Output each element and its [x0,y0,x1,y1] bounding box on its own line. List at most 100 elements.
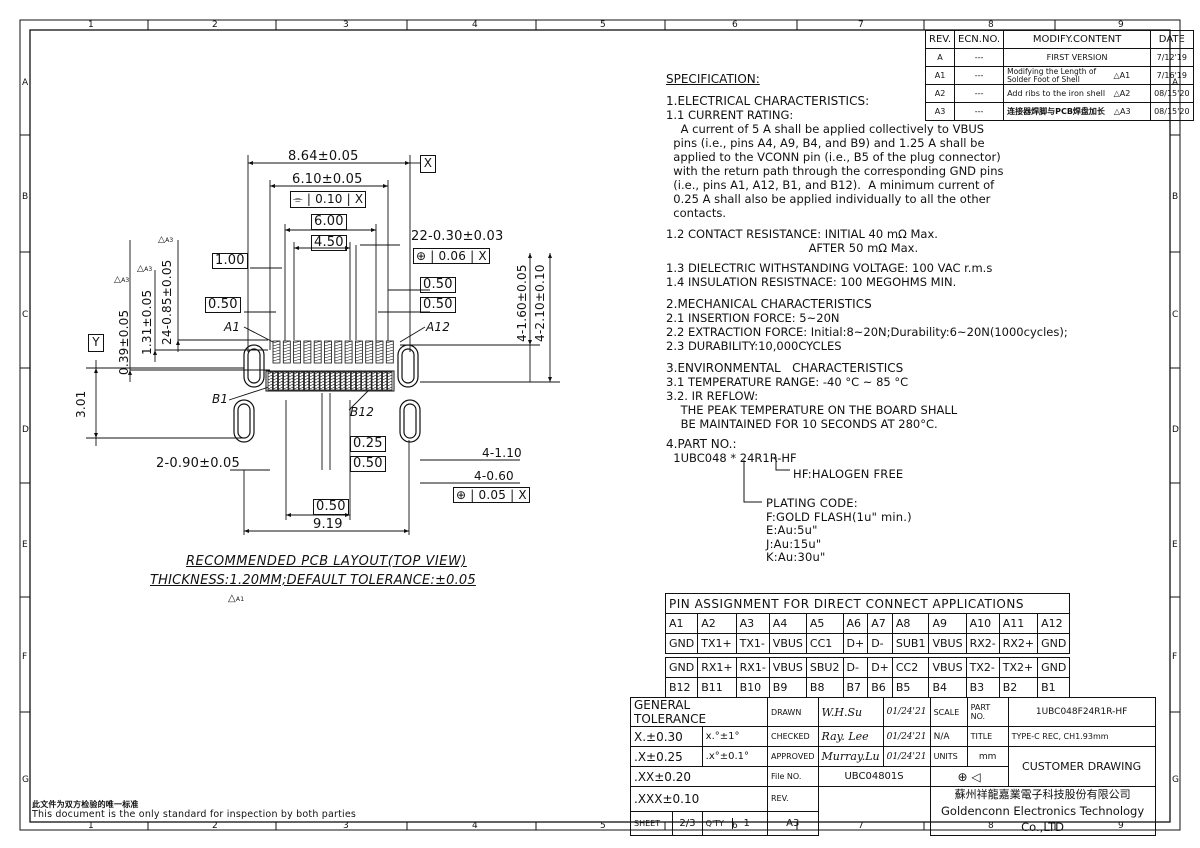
pin-cell: B11 [697,677,737,698]
dimension-arrow [248,161,253,165]
frame-column-label: 5 [600,20,606,30]
spec-lines: 1.ELECTRICAL CHARACTERISTICS:1.1 CURRENT… [666,94,1166,465]
tolerance-angle-1: x.°±1° [701,726,769,747]
spec-line: pins (i.e., pins A4, A9, B4, and B9) and… [666,136,985,150]
content-text: Modifying the Length of Solder Foot of S… [1007,66,1097,84]
pin-cell: B2 [998,677,1039,698]
plating-line: K:Au:30u" [766,550,826,564]
title-label: TITLE [966,726,1009,747]
pin-cell: CC2 [891,657,930,678]
pin-cell: VBUS [768,657,807,678]
frame-row-label: A [22,78,29,88]
layout-caption: RECOMMENDED PCB LAYOUT(TOP VIEW) [186,554,467,569]
pos-ref: X [478,249,487,263]
dim-4-50: 4.50 [311,235,347,251]
dimension-arrow [153,350,157,355]
sheet-label: SHEET [629,810,674,836]
general-tolerance-label: GENERAL TOLERANCE [630,697,768,727]
frame-row-label: F [22,652,28,662]
pin-cell: B1 [1037,677,1071,698]
revision-flag-icon: △A3 [1113,107,1131,116]
dim-1-00: 1.00 [212,253,248,269]
label-a12: A12 [426,320,451,334]
symmetry-icon: ⌯ [293,192,303,206]
dim-0-50-mid: 0.50 [350,456,386,472]
frame-row-label: G [22,775,30,785]
spec-line: AFTER 50 mΩ Max. [666,241,919,255]
spec-line: A current of 5 A shall be applied collec… [666,122,985,136]
frame-column-label: 6 [732,20,738,30]
pin-cell: VBUS [928,657,967,678]
datum-y: Y [88,334,104,352]
tolerance-xxxx: .XXX±0.10 [630,786,768,812]
qty-label: Q'TY [705,818,724,828]
label-a1: A1 [224,320,241,334]
dim-0-39: 0.39±0.05 [117,309,131,375]
bottom-pad-outline [265,370,395,392]
pin-cell: B6 [867,677,893,698]
revision-flag-icon: △A3 [158,235,174,245]
frame-row-label: C [22,310,29,320]
pin-cell: B5 [891,677,930,698]
frame-column-label: 3 [343,821,349,831]
dim-0-50-bottom: 0.50 [313,499,349,515]
dimension-arrow [548,377,552,382]
frame-column-label: 7 [858,20,864,30]
file-no-label: File NO. [767,766,819,787]
dim-4-1-10: 4-1.10 [482,446,522,460]
dimension-arrow [548,253,552,258]
pin-cell: B3 [965,677,1000,698]
frame-row-label: E [22,540,28,550]
frame-column-label: 1 [88,20,94,30]
dim-4-0-60: 4-0.60 [474,469,514,483]
customer-drawing: CUSTOMER DRAWING [1007,746,1156,787]
title-value: TYPE-C REC, CH1.93mm [1007,726,1156,747]
pin-cell: GND [1037,633,1071,654]
rev-blank [817,786,931,836]
position-icon: ⊕ [456,488,467,502]
spec-line: 2.2 EXTRACTION FORCE: Initial:8~20N;Dura… [666,325,1068,339]
frame-row-label: G [1172,775,1180,785]
dim-24-0-85: 24-0.85±0.05 [160,259,174,346]
spec-line: 3.ENVIRONMENTAL CHARACTERISTICS [666,361,904,375]
pin-cell: A2 [697,613,737,634]
revision-flag-icon: △A1 [1113,70,1131,80]
flag-label: A1 [1119,70,1131,80]
pin-cell: B4 [928,677,967,698]
rev-value: A3 [767,810,819,836]
revision-flag-icon: △A3 [137,264,153,274]
dim-0-50-left: 0.50 [205,297,241,313]
pin-cell: A8 [891,613,930,634]
sym-ref: X [354,192,364,206]
content-cell: 连接器焊脚与PCB焊盘加长 △A3 [1003,102,1152,121]
spec-line: 3.1 TEMPERATURE RANGE: -40 °C ~ 85 °C [666,375,909,389]
flag-label: A2 [1119,89,1131,98]
pin-cell: D+ [867,657,893,678]
dimension-arrow [285,228,290,232]
tolerance-xxx: .XX±0.20 [630,766,768,787]
pin-cell: A7 [867,613,893,634]
flag-label: A3 [121,277,130,284]
spec-line: 1.1 CURRENT RATING: [666,108,794,122]
pin-cell: A3 [735,613,770,634]
dimension-arrow [244,529,249,533]
footer-cn: 此文件为双方检验的唯一标准 [32,800,139,809]
tolerance-x: X.±0.30 [630,726,703,747]
pos2-tol-value: 0.05 [478,488,507,502]
frame-column-label: 3 [343,20,349,30]
approved-label: APPROVED [767,746,819,767]
dim-6-00: 6.00 [311,214,347,230]
halogen-note-text: HF:HALOGEN FREE [793,467,904,481]
sym-tol-value: 0.10 [315,192,343,206]
date-cell: 08/15'20 [1150,102,1194,121]
pin-cell: A9 [928,613,967,634]
spec-line: 1.3 DIELECTRIC WITHSTANDING VOLTAGE: 100… [666,261,993,275]
dimension-arrow [404,529,409,533]
frame-column-label: 9 [1118,20,1124,30]
frame-column-label: 4 [472,821,478,831]
pin-cell: D+ [842,633,869,654]
dimension-arrow [176,340,180,345]
rev-label: REV. [767,786,819,812]
pin-cell: GND [664,657,699,678]
